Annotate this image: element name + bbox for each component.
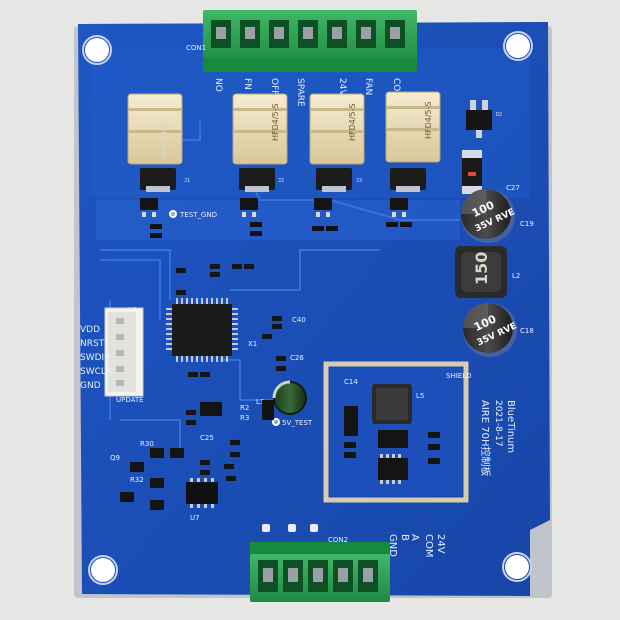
board-title: AIRE 70H控制板: [479, 400, 492, 476]
c19-label: C19: [520, 220, 534, 228]
bottom-label-2: A: [409, 534, 420, 541]
bottom-label-1: COM: [423, 534, 434, 557]
j1-label: J1: [184, 178, 190, 184]
r32-label: R32: [130, 476, 144, 484]
pin-swclk: SWCLK: [80, 367, 113, 377]
c40-label: C40: [292, 316, 306, 324]
x1-label: X1: [248, 340, 257, 348]
capacitor-c18: 100 35V RVE: [463, 303, 519, 357]
top-label-2: OFF: [269, 78, 279, 95]
test-gnd-label: TEST_GND: [179, 211, 217, 219]
u7-label: U7: [190, 514, 200, 522]
d2-label: D2: [496, 112, 502, 118]
c25-label: C25: [200, 434, 214, 442]
relay-4-part: HFD4/5-S: [424, 101, 433, 139]
bottom-terminal-labels: 24V COM A B GND: [387, 534, 446, 557]
relay-4: HFD4/5-S: [385, 91, 441, 163]
pin-vdd: VDD: [80, 325, 100, 335]
bottom-label-3: B: [399, 534, 410, 541]
l5-label: L5: [416, 392, 424, 400]
j3-label: J3: [356, 178, 362, 184]
shield-label: SHIELD: [446, 372, 471, 380]
relay-1-part: HFD4/5-S: [161, 123, 169, 160]
top-terminal-labels: NO FN OFF SPARE 24V FAN COM: [213, 78, 401, 107]
r2-label: R2: [240, 404, 249, 412]
con2-label: CON2: [328, 536, 348, 544]
update-header[interactable]: [104, 307, 144, 397]
q9-label: Q9: [110, 454, 120, 462]
c18-label: C18: [520, 327, 534, 335]
relay-3-part: HFD4/5-S: [348, 103, 357, 141]
c26-label: C26: [290, 354, 304, 362]
r30-label: R30: [140, 440, 154, 448]
capacitor-green: [272, 380, 307, 415]
pin-gnd: GND: [80, 381, 101, 391]
ic-u7: [186, 478, 218, 508]
relay-2: HFD4/5-S: [232, 93, 288, 165]
j2-label: J2: [278, 178, 284, 184]
l2-label: L2: [512, 272, 520, 280]
top-label-6: COM: [391, 78, 401, 99]
pin-nrst: NRST: [80, 339, 105, 349]
inductor-l5: [372, 384, 412, 424]
top-label-1: FN: [242, 78, 252, 90]
mcu-u1: [166, 298, 238, 362]
bottom-terminal-block[interactable]: [250, 542, 390, 602]
top-label-4: 24V: [337, 78, 347, 96]
c27-label: C27: [506, 184, 520, 192]
relay-diodes: [140, 168, 426, 190]
update-label: UPDATE: [116, 396, 144, 404]
brand-text: BlueTinum: [505, 400, 516, 453]
top-label-5: FAN: [363, 78, 373, 95]
relay-2-part: HFD4/5-S: [271, 103, 280, 141]
relay-transistors: [140, 198, 408, 217]
inductor-l2: 150: [455, 246, 507, 298]
top-label-0: NO: [213, 78, 223, 92]
board-branding: BlueTinum 2021-8-17 AIRE 70H控制板: [479, 400, 516, 476]
bottom-label-4: GND: [387, 534, 398, 557]
top-label-3: SPARE: [295, 78, 305, 107]
capacitor-c19: 100 35V RVE: [461, 189, 517, 243]
top-terminal-block[interactable]: [203, 10, 417, 72]
q-top-right: [466, 100, 492, 138]
diode-top-right: [462, 150, 482, 194]
test-5v-label: 5V_TEST: [282, 419, 313, 427]
bottom-label-0: 24V: [435, 534, 446, 554]
inductor-marking: 150: [472, 252, 491, 285]
l3-label: L3: [256, 398, 264, 406]
r3-label: R3: [240, 414, 249, 422]
date-text: 2021-8-17: [493, 400, 503, 447]
relay-3: HFD4/5-S: [309, 93, 365, 165]
side-pin-labels: VDD NRST SWDIO SWCLK GND: [80, 325, 113, 391]
c14-label: C14: [344, 378, 358, 386]
lower-left-circuit: [120, 402, 240, 510]
con1-label: CON1: [186, 44, 206, 52]
pin-swdio: SWDIO: [80, 353, 111, 363]
relay-1: HFD4/5-S: [127, 93, 183, 165]
mounting-holes: [82, 31, 533, 585]
